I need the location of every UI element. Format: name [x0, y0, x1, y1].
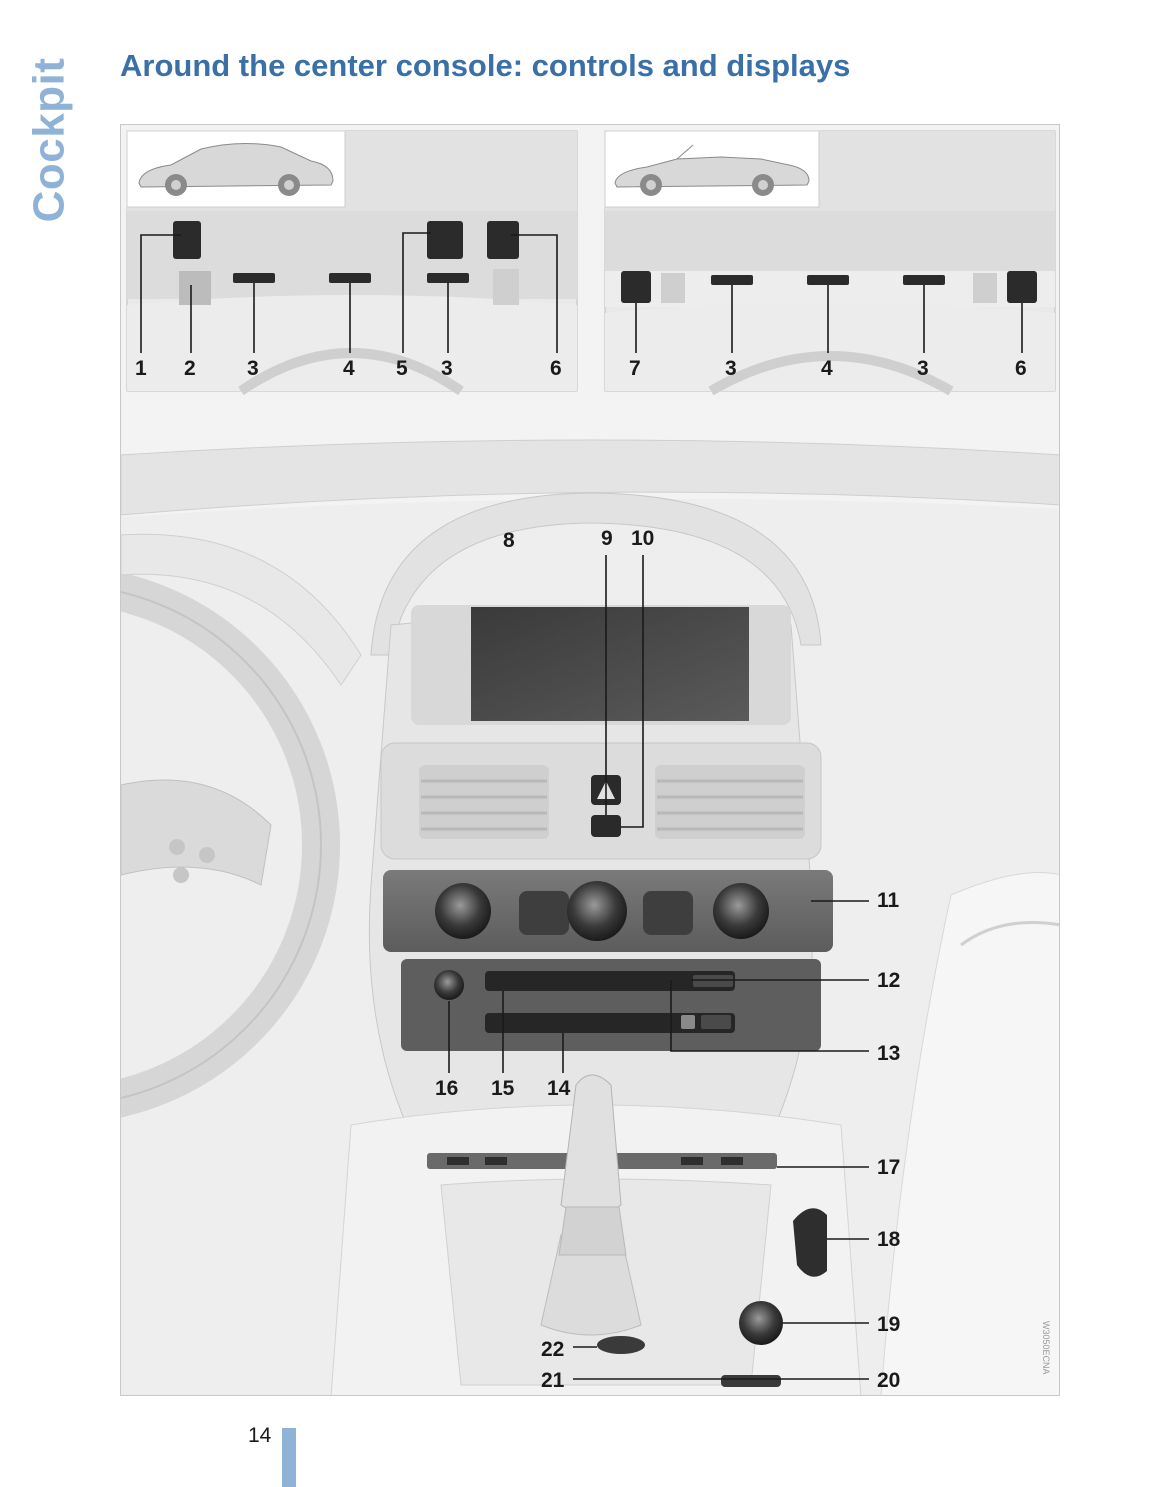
callout-inset2-4: 4 [821, 357, 833, 380]
callout-inset1-4: 4 [343, 357, 355, 380]
climate-knob-right-icon [713, 883, 769, 939]
callout-inset2-3b: 3 [917, 357, 929, 380]
air-vent-left [419, 765, 549, 839]
vent-grille-icon [179, 271, 211, 305]
callout-14: 14 [547, 1077, 571, 1100]
callout-22: 22 [541, 1338, 564, 1361]
seat-heat-button-icon [173, 221, 201, 259]
control-display [471, 607, 749, 721]
page-marker-bar [282, 1428, 296, 1487]
sport-button-icon [621, 271, 651, 303]
callout-12: 12 [877, 969, 900, 992]
callout-inset1-3b: 3 [441, 357, 453, 380]
callout-inset1-3a: 3 [247, 357, 259, 380]
callout-inset1-5: 5 [396, 357, 408, 380]
callout-21: 21 [541, 1369, 565, 1392]
parking-brake-switch-icon [721, 1375, 781, 1387]
callout-10: 10 [631, 527, 654, 550]
air-vent-right [655, 765, 805, 839]
console-illustration: 1 2 3 4 5 3 6 [120, 124, 1060, 1396]
eject-button-icon [681, 1015, 695, 1029]
steering-wheel [121, 572, 340, 1118]
callout-inset2-7: 7 [629, 357, 641, 380]
console-drawing: 1 2 3 4 5 3 6 [121, 130, 1059, 1395]
page-title: Around the center console: controls and … [120, 48, 851, 83]
image-code: W3050ECNA [1041, 1321, 1051, 1375]
callout-19: 19 [877, 1313, 900, 1336]
coupe-car-icon [138, 142, 334, 196]
callout-18: 18 [877, 1228, 901, 1251]
ashtray-cover-icon [597, 1336, 645, 1354]
callout-13: 13 [877, 1042, 900, 1065]
callout-inset1-6: 6 [550, 357, 562, 380]
dvd-slot [485, 1013, 735, 1033]
section-tab-label: Cockpit [24, 57, 74, 223]
inset-convertible: 7 3 4 3 6 [604, 130, 1056, 396]
callout-15: 15 [491, 1077, 515, 1100]
callout-inset2-3a: 3 [725, 357, 737, 380]
callout-inset1-1: 1 [135, 357, 147, 380]
callout-8: 8 [503, 529, 515, 552]
section-tab: Cockpit [24, 50, 74, 230]
page-number: 14 [248, 1424, 272, 1447]
ignition-lock-icon [793, 1208, 827, 1277]
callout-11: 11 [877, 889, 900, 912]
callout-16: 16 [435, 1077, 458, 1100]
cd-slot [485, 971, 735, 991]
climate-knob-center-icon [567, 881, 627, 941]
gear-selector-lever [540, 1074, 642, 1336]
sport-button-icon [427, 221, 463, 259]
callout-17: 17 [877, 1156, 900, 1179]
convertible-car-icon [614, 144, 810, 196]
inset-coupe: 1 2 3 4 5 3 6 [126, 130, 578, 396]
climate-knob-left-icon [435, 883, 491, 939]
callout-inset2-6: 6 [1015, 357, 1027, 380]
callout-20: 20 [877, 1369, 900, 1392]
controller-knob-icon [739, 1301, 783, 1345]
callout-9: 9 [601, 527, 613, 550]
central-locking-button-icon [591, 815, 621, 837]
pdc-button-icon [1007, 271, 1037, 303]
callout-inset1-2: 2 [184, 357, 196, 380]
center-console-drawing: 8 9 10 11 12 13 16 15 14 17 18 19 22 21 … [121, 439, 1059, 1395]
on-off-volume-knob-icon [434, 970, 464, 1000]
pdc-button-icon [487, 221, 519, 259]
